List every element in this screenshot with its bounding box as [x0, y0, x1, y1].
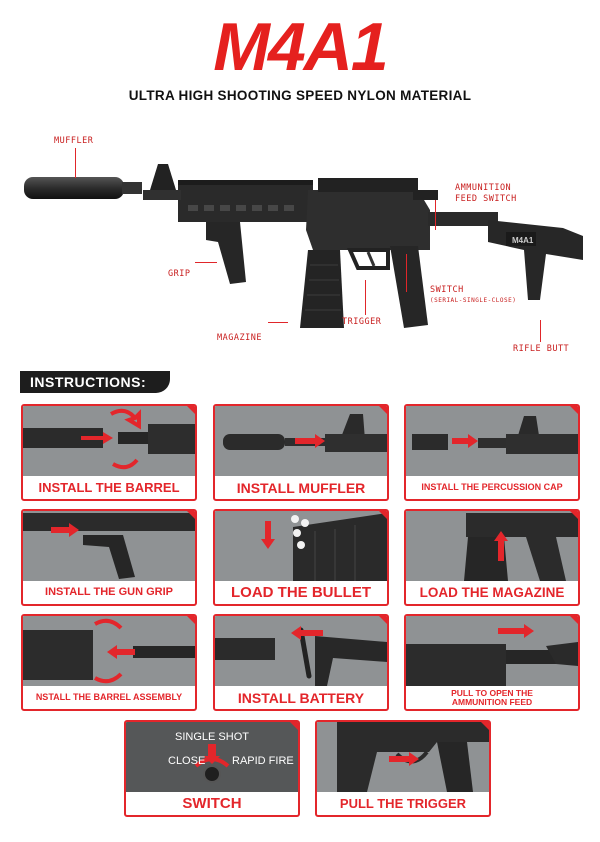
step-install-barrel: INSTALL THE BARREL	[21, 404, 197, 501]
handguard-part	[178, 182, 313, 222]
step-load-magazine-photo	[406, 511, 578, 581]
arrow-icon	[295, 434, 325, 448]
rotate-arrow-icon	[110, 408, 141, 430]
arrow-down-icon	[204, 744, 220, 764]
arrow-icon	[498, 624, 534, 638]
step-install-barrel-photo	[23, 406, 195, 476]
arrow-up-icon	[494, 531, 508, 561]
step-install-gun-grip-photo	[23, 511, 195, 581]
label-grip: GRIP	[168, 269, 191, 279]
step-caption: SWITCH	[182, 795, 242, 812]
step-install-gun-grip: INSTALL THE GUN GRIP	[21, 509, 197, 606]
arrow-icon	[107, 645, 135, 659]
step-caption: INSTALL THE GUN GRIP	[45, 586, 173, 598]
step-pull-ammo-feed: PULL TO OPEN THE AMMUNITION FEED	[404, 614, 580, 711]
trigger-part	[346, 248, 390, 270]
arrow-down-icon	[261, 521, 275, 549]
label-rifle-butt: RIFLE BUTT	[513, 344, 570, 354]
front-sight-part	[150, 164, 176, 190]
step-pull-trigger: PULL THE TRIGGER	[315, 720, 491, 817]
product-title: M4A1	[213, 9, 388, 85]
step-pull-ammo-feed-photo	[406, 616, 578, 686]
step-caption: INSTALL BATTERY	[237, 689, 365, 706]
product-subtitle: ULTRA HIGH SHOOTING SPEED NYLON MATERIAL	[128, 88, 472, 103]
step-caption: INSTALL THE PERCUSSION CAP	[421, 482, 563, 492]
magazine-part	[300, 250, 344, 328]
label-ammo-feed-2: FEED SWITCH	[455, 194, 517, 204]
step-caption: INSTALL MUFFLER	[236, 479, 366, 496]
arrow-icon	[389, 752, 419, 766]
step-install-battery-photo	[215, 616, 387, 686]
step-caption: INSTALL THE BARREL	[38, 480, 180, 495]
receiver-part	[306, 190, 430, 250]
arrow-icon	[51, 523, 79, 537]
pistol-grip-part	[390, 246, 428, 328]
step-pull-trigger-photo	[317, 722, 489, 792]
step-install-muffler: INSTALL MUFFLER	[213, 404, 389, 501]
step-caption-line1: PULL TO OPEN THE	[451, 688, 533, 698]
step-install-barrel-assembly: NSTALL THE BARREL ASSEMBLY	[21, 614, 197, 711]
step-switch: SINGLE SHOT CLOSE RAPID FIRE SWITCH	[124, 720, 300, 817]
label-switch: SWITCH	[430, 285, 464, 295]
rotate-arrow-icon	[94, 672, 123, 684]
arrow-icon	[452, 434, 478, 448]
step-caption: LOAD THE BULLET	[231, 584, 371, 601]
arrow-icon	[81, 432, 113, 444]
rifle-diagram: M4A1	[24, 164, 583, 328]
step-caption: PULL THE TRIGGER	[339, 796, 467, 811]
rotate-arrow-icon	[112, 458, 139, 470]
switch-mode-single: SINGLE SHOT	[175, 731, 249, 743]
step-install-muffler-photo	[215, 406, 387, 476]
step-caption: NSTALL THE BARREL ASSEMBLY	[35, 692, 183, 702]
instructions-heading-text: INSTRUCTIONS:	[30, 374, 147, 390]
switch-mode-close: CLOSE	[168, 755, 205, 767]
label-trigger: TRIGGER	[342, 317, 382, 327]
label-ammo-feed-1: AMMUNITION	[455, 183, 512, 193]
instructions-heading: INSTRUCTIONS:	[20, 371, 170, 393]
step-caption: LOAD THE MAGAZINE	[419, 584, 565, 600]
rotate-arrow-icon	[94, 618, 123, 630]
step-install-percussion-cap: INSTALL THE PERCUSSION CAP	[404, 404, 580, 501]
label-muffler: MUFFLER	[54, 136, 94, 146]
step-load-bullet-photo	[215, 511, 387, 581]
step-switch-photo: SINGLE SHOT CLOSE RAPID FIRE	[126, 722, 298, 792]
switch-mode-rapid: RAPID FIRE	[232, 755, 294, 767]
step-install-battery: INSTALL BATTERY	[213, 614, 389, 711]
stock-marking: M4A1	[512, 236, 534, 245]
step-caption: PULL TO OPEN THE AMMUNITION FEED	[406, 686, 578, 709]
step-load-magazine: LOAD THE MAGAZINE	[404, 509, 580, 606]
step-load-bullet: LOAD THE BULLET	[213, 509, 389, 606]
muffler-part	[24, 177, 124, 199]
step-install-percussion-cap-photo	[406, 406, 578, 476]
step-install-barrel-assembly-photo	[23, 616, 195, 686]
arrow-left-icon	[291, 626, 323, 640]
label-switch-modes: (SERIAL-SINGLE-CLOSE)	[430, 297, 517, 304]
foregrip-part	[206, 222, 246, 284]
step-caption-line2: AMMUNITION FEED	[451, 696, 533, 707]
label-magazine: MAGAZINE	[217, 333, 262, 343]
